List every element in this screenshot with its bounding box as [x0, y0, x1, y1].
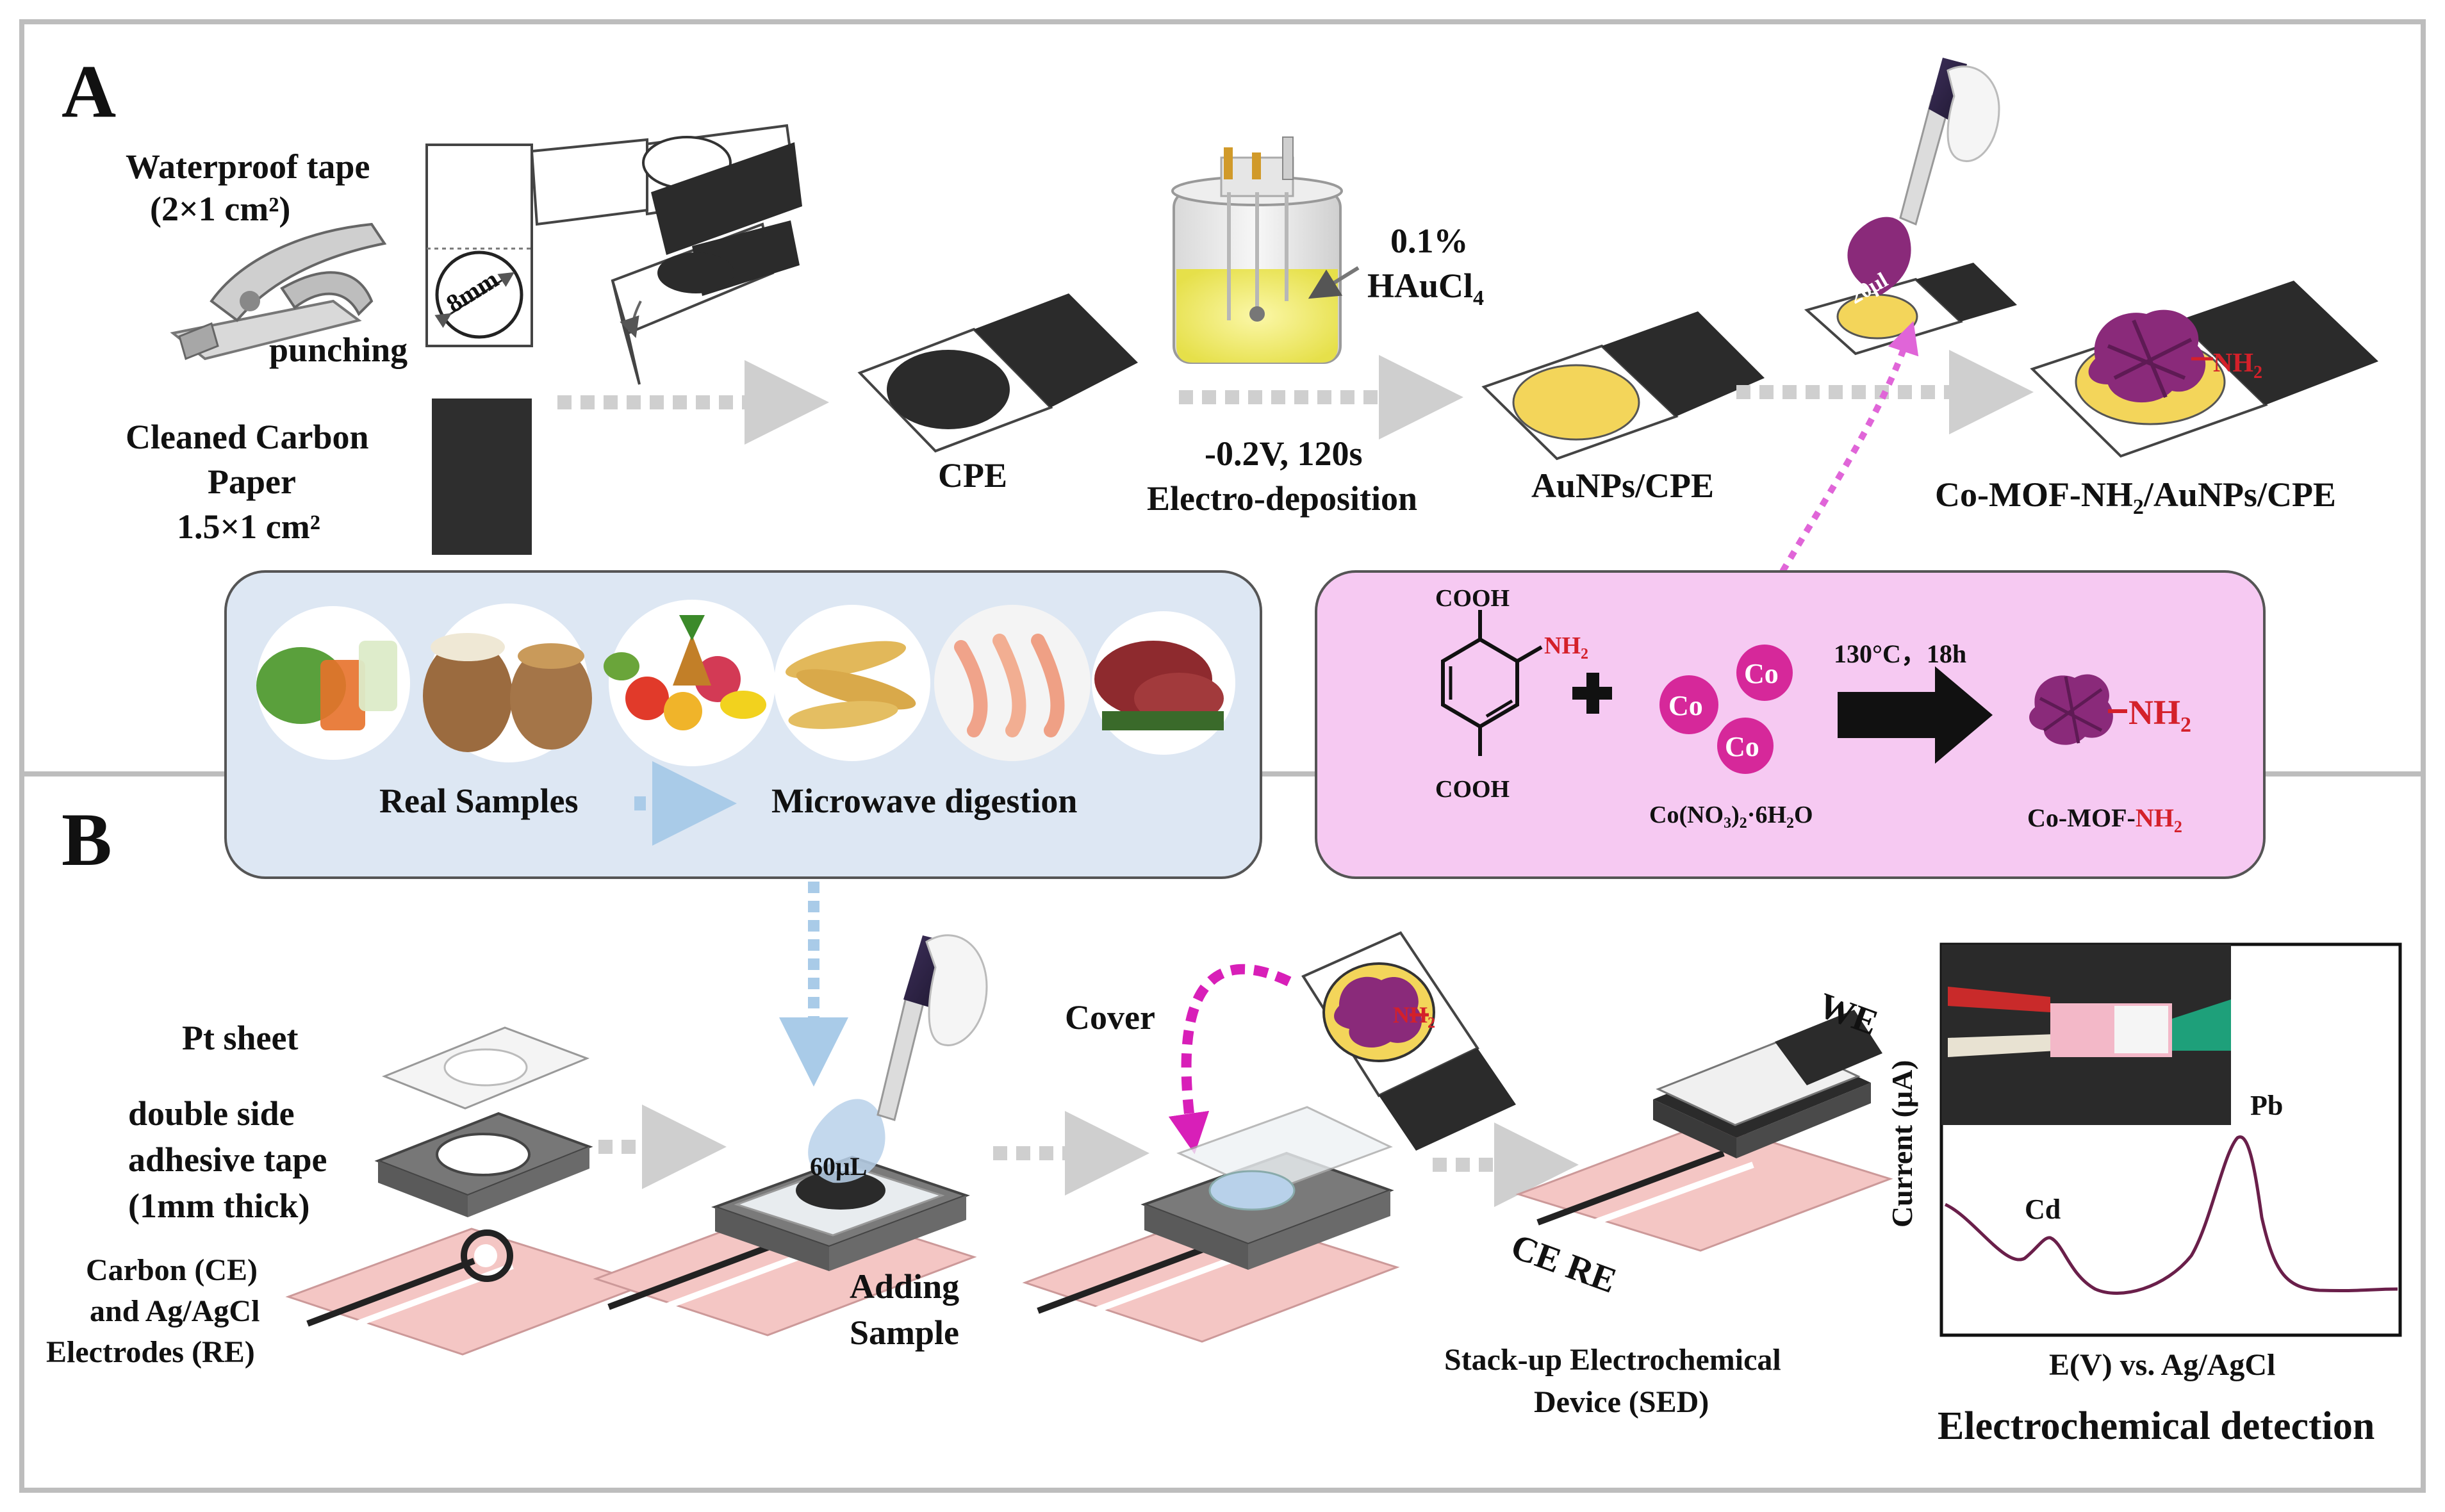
device-with-sample: [1022, 1106, 1400, 1343]
electrodes-line3: Electrodes (RE): [46, 1335, 255, 1369]
tape-strip: 8mm: [425, 144, 533, 347]
cooh-top: COOH: [1435, 585, 1510, 612]
panel-a-letter: A: [62, 49, 116, 133]
final-electrode-label: Co-MOF-NH2/AuNPs/CPE: [1935, 475, 2336, 519]
adding-label-line1: Adding: [850, 1267, 959, 1306]
co-ion-1: Co: [1668, 690, 1703, 721]
deposition-line1: -0.2V, 120s: [1205, 434, 1363, 473]
co-ion-2: Co: [1744, 658, 1779, 689]
real-samples-label: Real Samples: [379, 782, 579, 820]
co-mof-product-icon: [2029, 674, 2127, 745]
plot-ylabel: Current (μA): [1886, 1060, 1918, 1228]
voltammogram-curve: [1944, 1135, 2398, 1295]
tape-label-line2: (2×1 cm²): [150, 190, 290, 228]
product-nh2-label: NH2: [2128, 693, 2191, 737]
haucl-line1: 0.1%: [1390, 222, 1469, 260]
haucl-pointer: [1308, 266, 1360, 299]
cover-arrow: [1168, 964, 1292, 1155]
pt-sheet-label: Pt sheet: [182, 1019, 298, 1057]
amine-label: NH2: [1544, 632, 1588, 662]
plot-xlabel: E(V) vs. Ag/AgCl: [2049, 1348, 2275, 1382]
device-photo-inset: [1941, 944, 2231, 1125]
pt-sheet-layer: [381, 1026, 590, 1110]
deposition-line2: Electro-deposition: [1147, 479, 1417, 518]
drop-volume-b: 60μL: [810, 1152, 867, 1181]
panel-b-letter: B: [62, 798, 112, 882]
aunps-electrode: [1481, 311, 1765, 461]
product-label: Co-MOF-NH2: [2027, 803, 2182, 836]
sample-fruits-vegetables-image: [604, 600, 775, 766]
haucl-line2: HAuCl4: [1367, 267, 1484, 310]
reaction-conditions: 130°C，18h: [1834, 639, 1966, 668]
assembled-device-adding: [593, 934, 988, 1336]
carbon-label-line2: Paper: [208, 463, 296, 501]
sample-fish-image: [774, 605, 930, 761]
printed-electrode-layer: [285, 1228, 650, 1356]
adhesive-tape-layer: [374, 1112, 593, 1217]
sed-label-line1: Stack-up Electrochemical: [1444, 1343, 1781, 1377]
sample-meat-image: [1092, 611, 1235, 755]
tape-b-line1: double side: [128, 1094, 295, 1133]
tape-label-line1: Waterproof tape: [126, 147, 370, 186]
aminoterephthalic-acid-structure: [1441, 610, 1543, 756]
sed-label-line2: Device (SED): [1534, 1385, 1709, 1419]
tape-b-line2: adhesive tape: [128, 1140, 327, 1179]
adding-label-line2: Sample: [850, 1313, 959, 1352]
pipette-drop-icon: [1804, 58, 2017, 356]
hole-punch-icon: [170, 222, 387, 361]
peak-cd-label: Cd: [2025, 1194, 2061, 1225]
tape-fold-top: [530, 124, 802, 255]
peak-pb-label: Pb: [2250, 1090, 2283, 1121]
sed-device: [1515, 1010, 1893, 1252]
cpe-electrode: [857, 293, 1138, 453]
synthesis-to-pipette-arrow: [1779, 321, 1919, 573]
carbon-label-line3: 1.5×1 cm²: [177, 507, 320, 546]
plus-icon: [1572, 673, 1612, 714]
microwave-label: Microwave digestion: [771, 782, 1077, 820]
carbon-label-line1: Cleaned Carbon: [126, 418, 369, 456]
electrodes-line2: and Ag/AgCl: [90, 1294, 259, 1328]
tape-b-line3: (1mm thick): [128, 1187, 309, 1225]
electrodes-line1: Carbon (CE): [86, 1253, 258, 1287]
punch-label: punching: [269, 331, 408, 369]
reaction-arrow: [1838, 666, 1993, 764]
sample-grains-image: [423, 604, 592, 762]
cobalt-salt-label: Co(NO3)2·6H2O: [1649, 801, 1813, 832]
mof-modified-electrode: [2030, 281, 2378, 458]
carbon-paper: [432, 399, 532, 555]
sample-vegetable-juice-image: [256, 606, 410, 760]
cooh-bottom: COOH: [1435, 776, 1510, 803]
cover-electrode: [1301, 931, 1516, 1151]
tape-fold-bottom: [611, 220, 800, 385]
sample-shrimp-image: [934, 605, 1091, 761]
cover-nh2-label: NH2: [1393, 1002, 1435, 1031]
co-ion-3: Co: [1725, 731, 1759, 762]
cover-label: Cover: [1065, 998, 1155, 1037]
detection-title: Electrochemical detection: [1938, 1404, 2375, 1448]
cpe-label: CPE: [938, 456, 1007, 495]
synthesis-box: [1315, 570, 2266, 879]
cobalt-ions-icon: [1659, 645, 1793, 774]
aunps-label: AuNPs/CPE: [1531, 466, 1714, 505]
mof-nh2-label: NH2: [2213, 349, 2262, 382]
electrochemical-beaker: [1171, 136, 1343, 364]
